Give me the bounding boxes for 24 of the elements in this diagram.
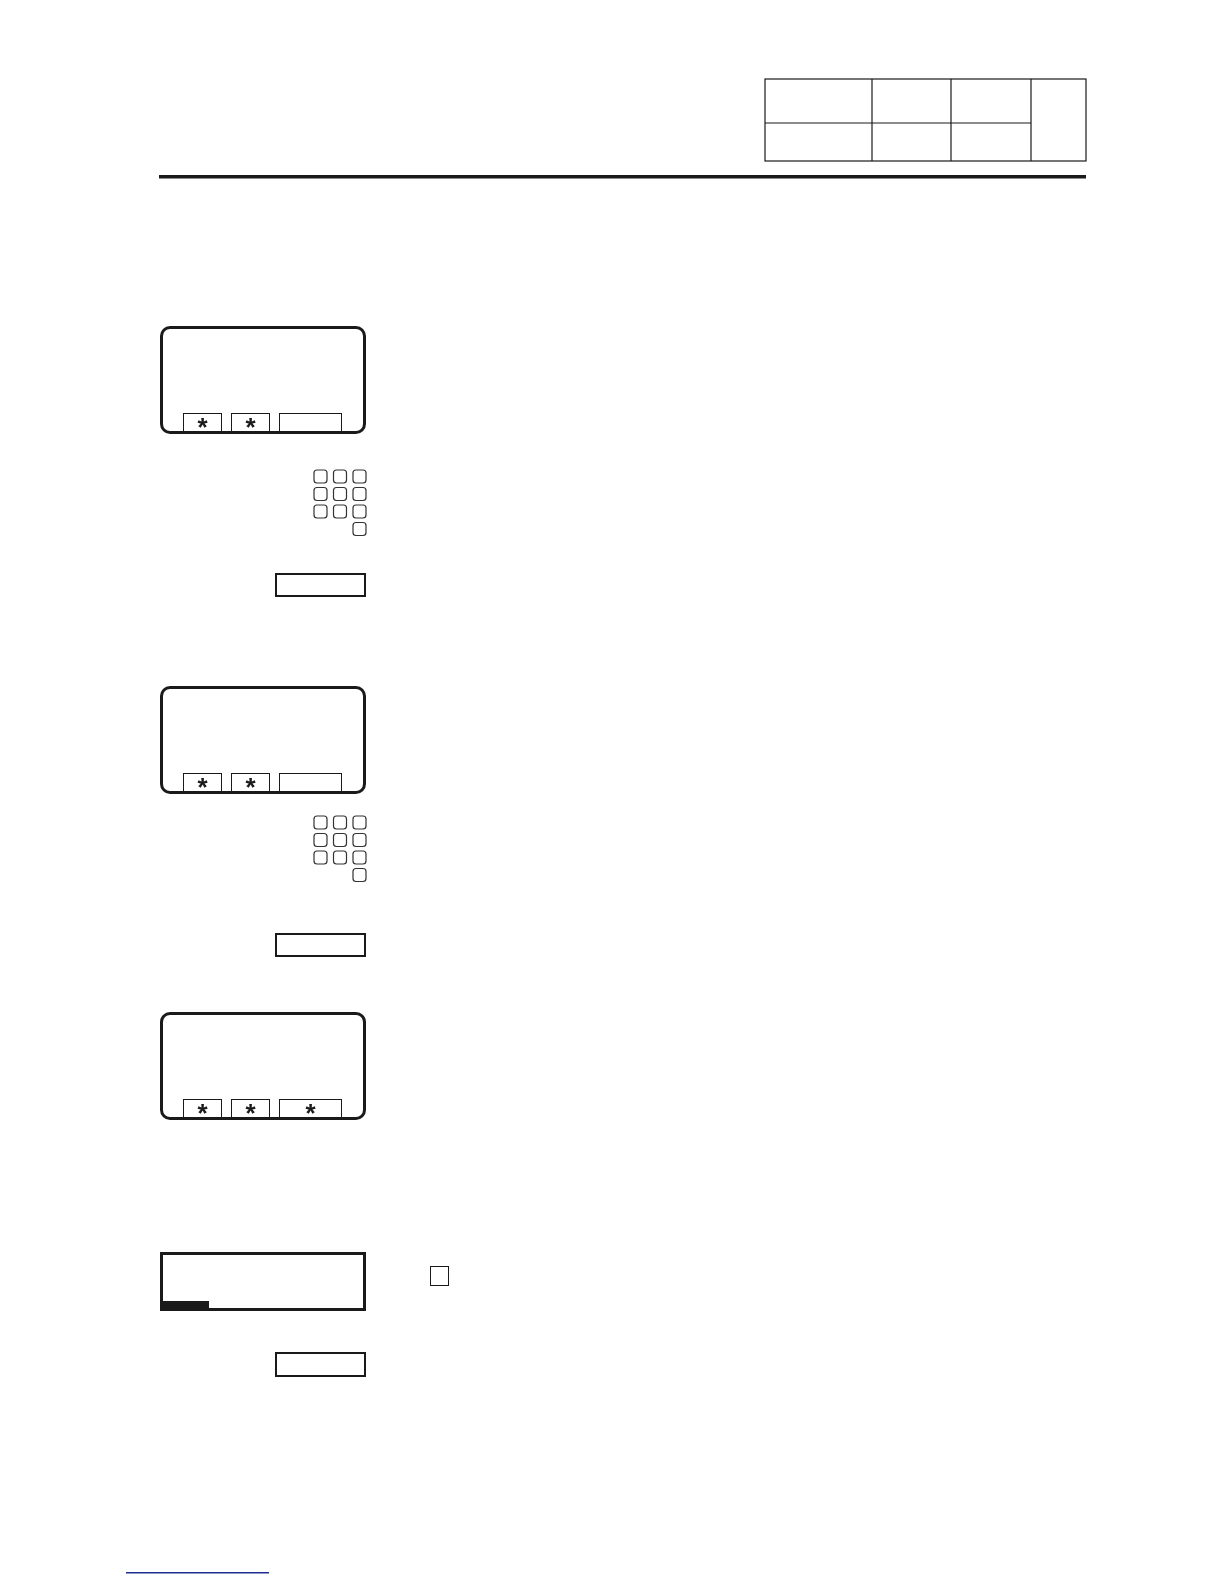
asterisk-mark: * [197, 774, 208, 800]
asterisk-mark: * [245, 774, 256, 800]
lcd-display [160, 1252, 366, 1311]
key-button [275, 573, 366, 597]
display-screen [160, 1012, 366, 1120]
display-screen [160, 326, 366, 434]
softkey [183, 773, 222, 791]
checkbox [430, 1266, 449, 1286]
softkey [231, 773, 270, 791]
softkey [279, 413, 342, 431]
softkey [231, 413, 270, 431]
softkey [279, 773, 342, 791]
asterisk-mark: * [245, 1100, 256, 1126]
key-button [275, 933, 366, 957]
display-screen [160, 686, 366, 794]
key-button [275, 1352, 366, 1377]
softkey [231, 1099, 270, 1117]
softkey [183, 413, 222, 431]
asterisk-mark: * [197, 414, 208, 440]
asterisk-mark: * [305, 1100, 316, 1126]
asterisk-mark: * [245, 414, 256, 440]
asterisk-mark: * [197, 1100, 208, 1126]
softkey [279, 1099, 342, 1117]
softkey [183, 1099, 222, 1117]
